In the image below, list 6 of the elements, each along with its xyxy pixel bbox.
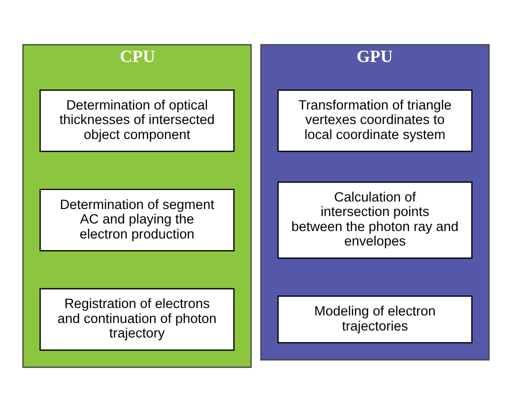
node-box: Determination of optical thicknesses of intersected object component [40,89,235,152]
node-box: Determination of segment AC and playing the electron production [40,188,235,252]
node-box: Transformation of triangle vertexes coordinates to local coordinate system [277,89,472,152]
node-box: Registration of electrons and continuation of photon trajectory [40,288,235,351]
node-box: Modeling of electron trajectories [277,296,472,344]
node-box: Calculation of intersection points between the photon ray and envelopes [277,181,472,259]
